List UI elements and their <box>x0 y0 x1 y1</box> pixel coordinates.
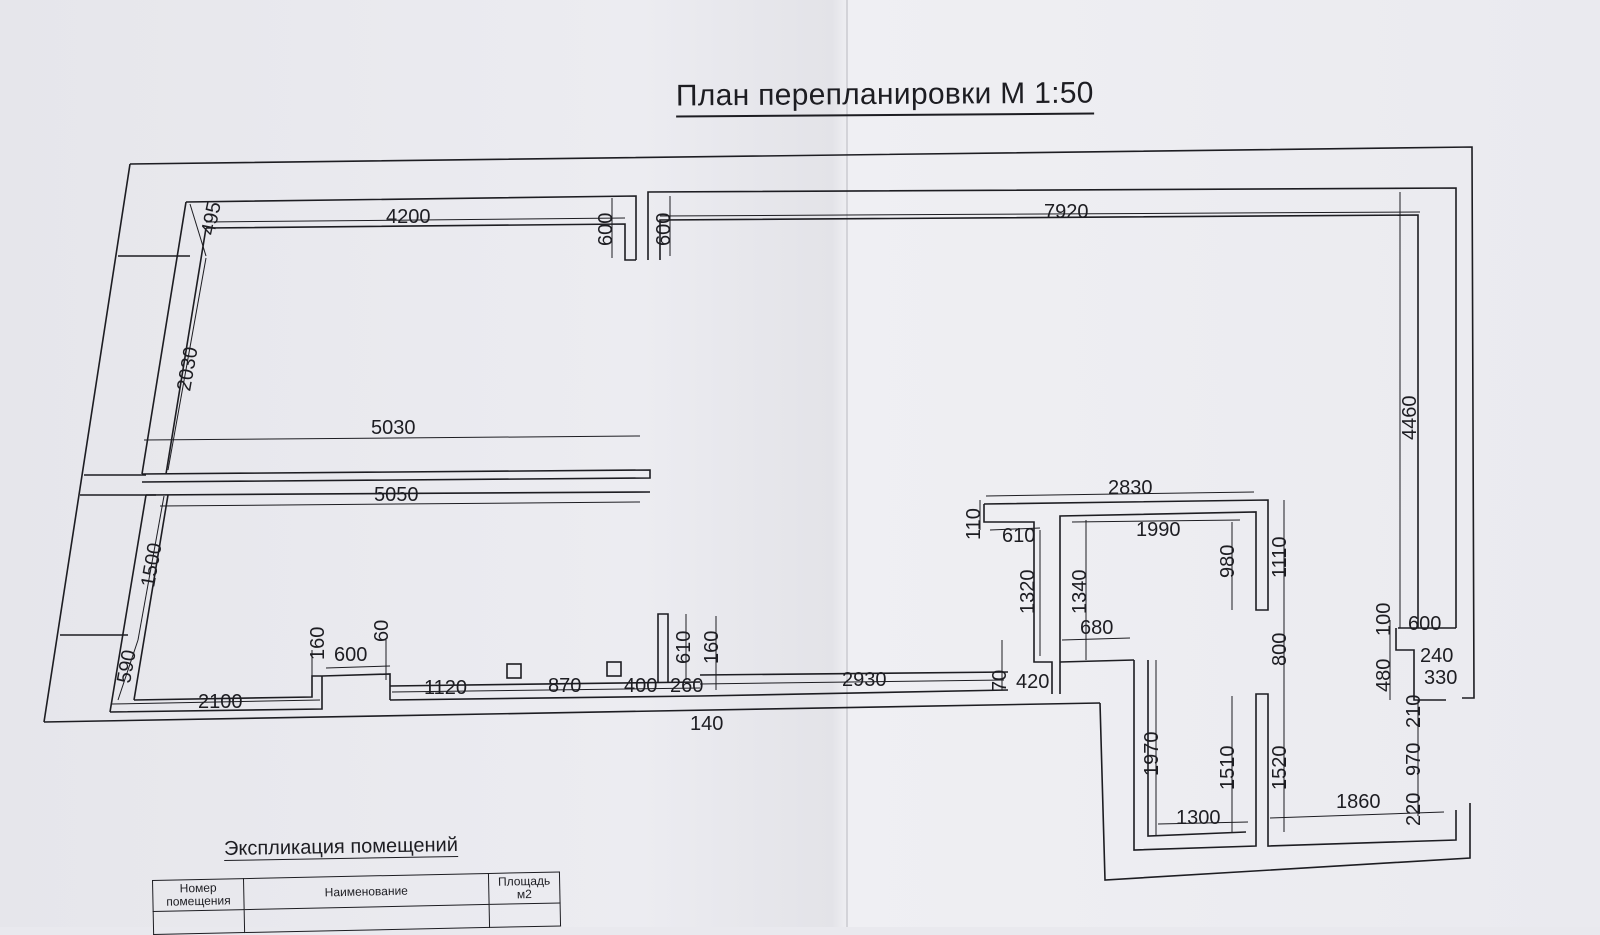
wall-block-lower <box>1133 660 1457 851</box>
dim-210: 210 <box>1403 695 1425 728</box>
dim-5050: 5050 <box>374 484 419 506</box>
wall-block-lower-inner <box>1147 660 1247 837</box>
dim-610-stub: 610 <box>673 631 695 664</box>
dim-400: 400 <box>624 675 657 697</box>
dim-1340: 1340 <box>1069 570 1091 615</box>
dim-1970: 1970 <box>1141 732 1163 777</box>
dim-110: 110 <box>963 508 985 540</box>
dim-600-right: 600 <box>653 213 675 246</box>
dim-980: 980 <box>1217 545 1239 578</box>
wall-stub <box>657 613 669 682</box>
dim-600-niche: 600 <box>1408 613 1441 635</box>
wall-left-lower <box>109 494 147 713</box>
outer-left-edge <box>43 163 131 723</box>
wall-bottom-mid <box>389 695 701 701</box>
dim-2030: 2030 <box>173 345 202 393</box>
dim-1520: 1520 <box>1269 746 1291 791</box>
dim-1120: 1120 <box>424 677 467 699</box>
dim-60: 60 <box>371 620 393 642</box>
col-number-header: Номер помещения <box>152 878 245 912</box>
dim-5030: 5030 <box>371 417 416 439</box>
explication-title: Экспликация помещений <box>223 833 459 862</box>
wall-block-stub <box>1059 659 1135 663</box>
dim-2930: 2930 <box>842 669 887 691</box>
dim-1110: 1110 <box>1269 536 1291 578</box>
dim-240: 240 <box>1420 645 1453 667</box>
wall-bottom-left <box>109 676 323 713</box>
wall-left-slant-inner <box>165 227 207 475</box>
partition-upper <box>141 469 651 483</box>
outer-lower-right <box>1099 702 1471 881</box>
dim-260: 260 <box>670 675 703 697</box>
dim-4200: 4200 <box>386 206 431 228</box>
dim-610-block: 610 <box>1002 525 1035 547</box>
dim-1500: 1500 <box>137 541 166 589</box>
dim-160-left: 160 <box>307 627 329 660</box>
dim-970: 970 <box>1403 743 1425 776</box>
dim-2830: 2830 <box>1108 477 1153 499</box>
column <box>506 663 522 679</box>
dim-1990: 1990 <box>1136 519 1181 541</box>
dim-140: 140 <box>690 713 723 735</box>
dim-4460: 4460 <box>1399 396 1421 441</box>
paper-fold <box>846 0 848 927</box>
wall-top-right <box>647 187 1457 628</box>
wall-top-left-inner <box>205 223 636 261</box>
dim-100: 100 <box>1373 603 1395 636</box>
wall-right-niche <box>1395 628 1446 701</box>
wall-left-lower-inner <box>133 494 169 701</box>
dim-600-opening: 600 <box>334 644 367 666</box>
dim-800: 800 <box>1269 633 1291 666</box>
wall-bottom-centre <box>699 689 1009 697</box>
dim-1300: 1300 <box>1176 807 1221 829</box>
dim-680: 680 <box>1080 617 1113 639</box>
wall-top-left <box>185 195 637 260</box>
dim-160-right: 160 <box>701 631 723 664</box>
wall-bottom-window <box>321 673 391 700</box>
col-name-header: Наименование <box>243 873 490 910</box>
dim-480: 480 <box>1373 659 1395 692</box>
dim-2100: 2100 <box>198 691 243 713</box>
dim-1510: 1510 <box>1217 746 1239 791</box>
wall-top-right-inner <box>659 214 1419 628</box>
wall-block-top <box>983 499 1269 694</box>
wall-bottom-mid-inner <box>389 681 701 687</box>
explication-table: Номер помещения Наименование Площадь м2 <box>152 871 561 935</box>
dim-495: 495 <box>197 200 225 237</box>
wall-bottom-centre-inner <box>699 671 1009 676</box>
dim-870: 870 <box>548 675 581 697</box>
dim-7920: 7920 <box>1044 201 1089 223</box>
dim-330: 330 <box>1424 667 1457 689</box>
wall-block-left <box>983 504 1053 694</box>
outer-bottom-edge <box>43 702 1101 723</box>
outer-boundary <box>129 146 1475 699</box>
dim-1320: 1320 <box>1017 570 1039 615</box>
col-area-header: Площадь м2 <box>488 871 561 905</box>
dim-70: 70 <box>989 670 1011 692</box>
dim-1860: 1860 <box>1336 791 1381 813</box>
dim-600-left: 600 <box>595 213 617 246</box>
wall-left-slant <box>141 201 187 475</box>
dim-590: 590 <box>113 648 140 685</box>
dim-420: 420 <box>1016 671 1049 693</box>
column <box>606 661 622 677</box>
dim-220: 220 <box>1403 793 1425 826</box>
partition-lower <box>145 491 651 496</box>
